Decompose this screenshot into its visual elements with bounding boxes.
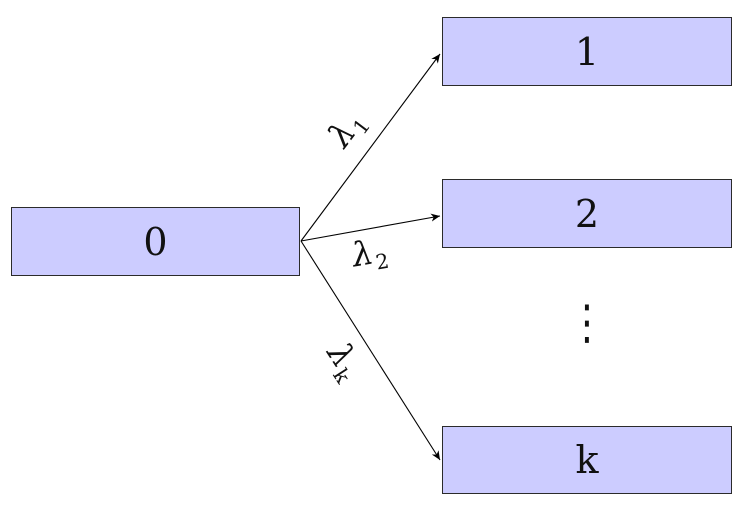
- vertical-ellipsis: ⋮: [568, 294, 606, 350]
- arrow-edge-1: [300, 53, 441, 242]
- node-0-label: 0: [143, 219, 168, 264]
- edge-label-lambda-1: λ1: [320, 104, 375, 155]
- node-k: k: [442, 426, 732, 494]
- node-2-label: 2: [574, 191, 600, 236]
- node-1-label: 1: [574, 29, 600, 74]
- lambda-subscript: 2: [373, 248, 391, 275]
- node-1: 1: [442, 17, 732, 86]
- edge-label-lambda-k: λk: [317, 335, 368, 387]
- node-k-label: k: [575, 438, 599, 482]
- node-0: 0: [11, 207, 300, 276]
- edge-label-lambda-2: λ2: [348, 232, 391, 277]
- lambda-symbol: λ: [348, 232, 377, 275]
- node-2: 2: [442, 179, 732, 248]
